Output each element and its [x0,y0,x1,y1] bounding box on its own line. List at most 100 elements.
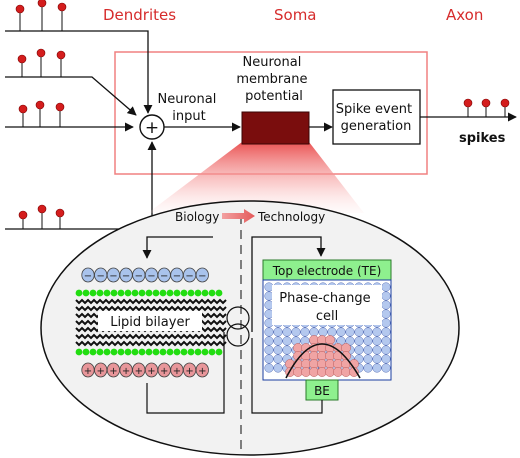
crystal-grain [309,327,319,337]
lipid-head [173,289,181,297]
crystal-grain [273,336,283,346]
lipid-head [159,289,167,297]
lipid-head [138,348,146,356]
crystal-grain [264,336,274,346]
crystal-grain [381,282,391,292]
neuronal-input-label: Neuronal input [158,92,221,124]
pin-head [56,50,66,60]
positive-ion-sign: + [147,366,155,377]
lipid-head [82,348,90,356]
crystal-grain [336,327,346,337]
pin-head [35,100,45,110]
technology-input-arrow [251,236,326,332]
lipid-head [110,348,118,356]
negative-ion-sign: − [160,271,168,282]
lipid-head [208,289,216,297]
lipid-head [173,348,181,356]
negative-ion-sign: − [185,271,193,282]
crystal-grain [354,336,364,346]
dendrite-line-2 [5,76,137,116]
pin-head [37,0,47,8]
pin-head [15,4,25,14]
positive-ion-sign: + [135,366,143,377]
biology-circuit-wire [146,332,225,414]
crystal-grain [372,345,382,355]
crystal-grain [273,354,283,364]
lipid-head [145,289,153,297]
crystal-grain [363,354,373,364]
lipid-bilayer-label: Lipid bilayer [110,315,190,330]
crystal-grain [264,327,274,337]
crystal-grain [291,327,301,337]
lipid-tail [75,333,227,340]
amorphous-boundary [285,343,361,379]
crystal-grain [381,345,391,355]
crystal-grain [354,327,364,337]
crystal-grain [381,327,391,337]
cell-label-background [272,285,382,325]
negative-ion [195,267,209,283]
biology-to-technology-arrow [222,209,255,223]
dendrite-lines [5,30,157,230]
negative-ion-sign: − [135,271,143,282]
crystal-grain [273,327,283,337]
lipid-head [152,289,160,297]
crystal-grain [372,327,382,337]
lipid-head [131,289,139,297]
crystal-grain [354,345,364,355]
crystal-grain [381,318,391,328]
crystal-grain [372,336,382,346]
crystal-grain [273,345,283,355]
negative-ion-sign: − [84,271,92,282]
pin-head [481,98,491,108]
zoom-beam [148,142,364,213]
axon-heading: Axon [446,6,483,24]
lipid-head [152,348,160,356]
lipid-head [166,348,174,356]
crystal-grain [363,327,373,337]
lipid-head [215,348,223,356]
pin-head [55,102,65,112]
crystal-grain [282,327,292,337]
crystal-grain [282,345,292,355]
pin-head [17,54,27,64]
positive-ions-row: ++++++++++ [81,362,209,378]
lipid-head [187,348,195,356]
phase-change-cell-label: Phase-change cell [279,291,375,324]
lipid-head [82,289,90,297]
summation-symbol: + [145,118,159,138]
pin-head [18,210,28,220]
top-electrode-label: Top electrode (TE) [272,264,382,278]
pin-head [57,2,67,12]
lipid-head [75,348,83,356]
membrane-potential-label: Neuronal membrane potential [236,55,311,104]
lipid-head [103,289,111,297]
soma-heading: Soma [274,6,317,24]
coupling-circle-top [226,306,250,330]
spike-pins [15,0,510,229]
dendrites-heading: Dendrites [103,6,176,24]
lipid-head [124,348,132,356]
positive-ion [195,362,209,378]
coupling-circle-bottom [226,323,250,347]
pin-head [55,208,65,218]
biology-label: Biology [175,210,219,224]
positive-ion-sign: + [160,366,168,377]
lipid-tail [75,298,227,305]
lipid-head [215,289,223,297]
crystal-grain [381,336,391,346]
lipid-bilayer [75,289,227,356]
crystal-grain [264,345,274,355]
negative-ion-sign: − [147,271,155,282]
lipid-head [138,289,146,297]
crystal-grain [363,336,373,346]
crystal-grain [345,327,355,337]
biology-input-arrow [142,236,213,259]
crystal-grain [363,363,373,373]
lipid-head [117,289,125,297]
lipid-head [96,348,104,356]
bottom-electrode-label: BE [314,384,330,398]
crystal-grain [381,354,391,364]
